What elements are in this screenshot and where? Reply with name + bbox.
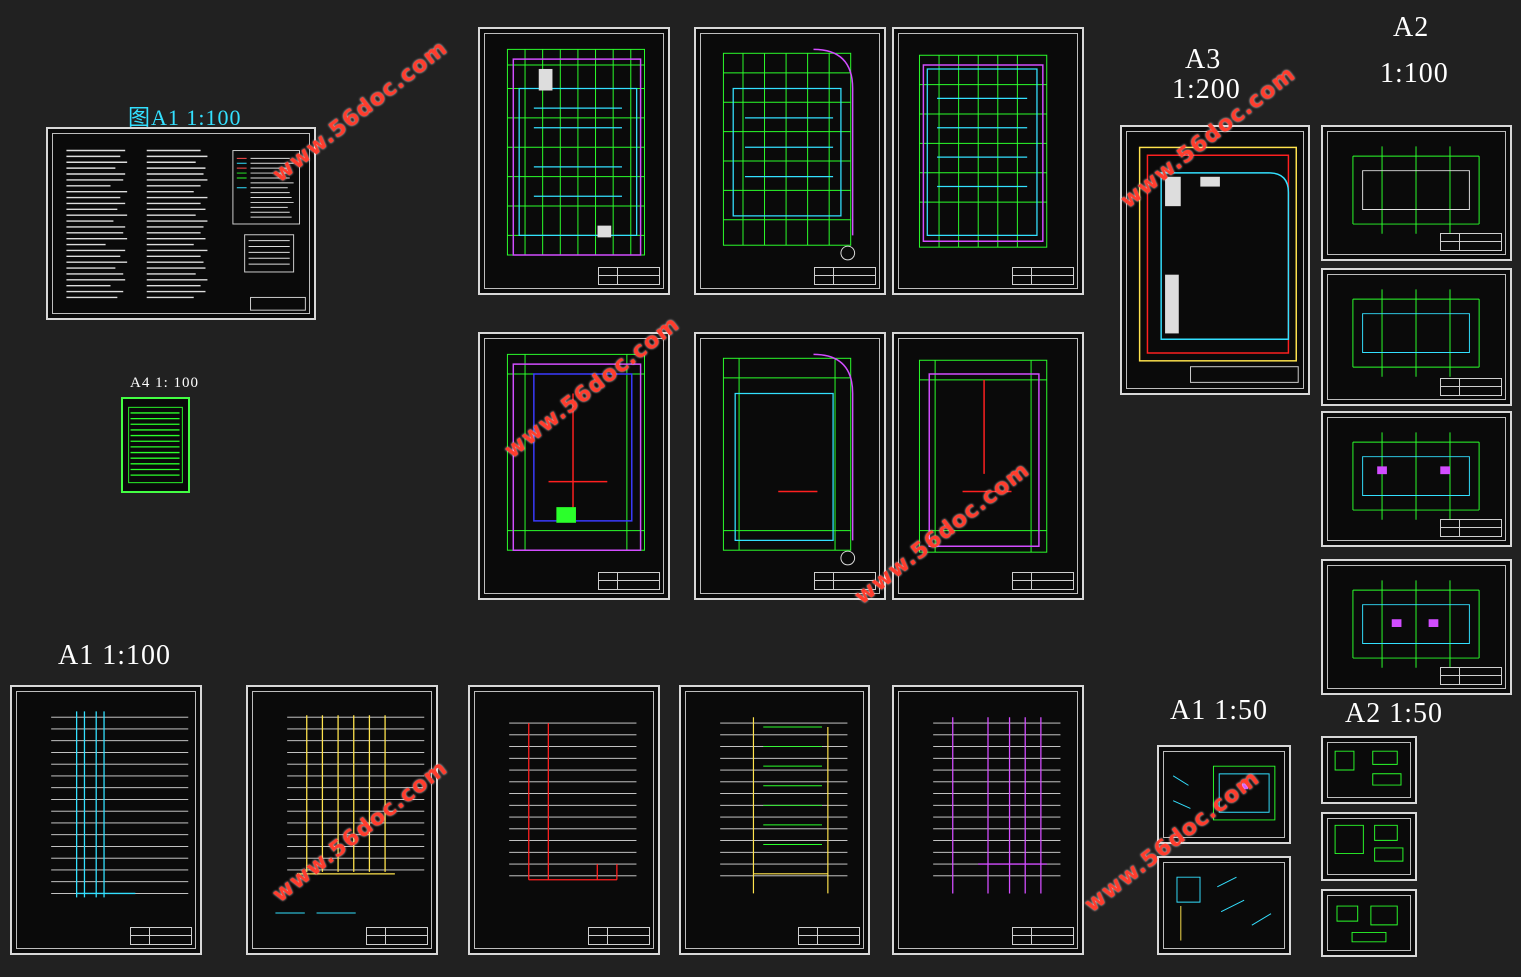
detail-drawing bbox=[1172, 765, 1276, 821]
watermark: www.56doc.com bbox=[268, 35, 453, 188]
floor-plan-drawing bbox=[722, 353, 856, 566]
sheet-ground-plan-1[interactable] bbox=[478, 332, 670, 600]
label-a3: A3 bbox=[1185, 44, 1222, 75]
sheet-system-diagram-3[interactable] bbox=[468, 685, 660, 955]
detail-drawing bbox=[1334, 824, 1404, 862]
sheet-unit-plan-4[interactable] bbox=[1321, 559, 1512, 695]
sheet-detail-3[interactable] bbox=[1321, 736, 1417, 804]
sheet-system-diagram-1[interactable] bbox=[10, 685, 202, 955]
sheet-system-diagram-2[interactable] bbox=[246, 685, 438, 955]
site-plan-drawing bbox=[1138, 146, 1299, 383]
system-diagram-drawing bbox=[720, 717, 848, 894]
label-a1-bottom: A1 1:100 bbox=[58, 640, 171, 671]
sheet-detail-4[interactable] bbox=[1321, 812, 1417, 881]
sheet-basement-plan-1[interactable] bbox=[478, 27, 670, 295]
unit-plan-drawing bbox=[1352, 146, 1480, 234]
unit-plan-drawing bbox=[1352, 432, 1480, 520]
sheet-unit-plan-2[interactable] bbox=[1321, 268, 1512, 406]
sheet-basement-plan-3[interactable] bbox=[892, 27, 1084, 295]
sheet-ground-plan-2[interactable] bbox=[694, 332, 886, 600]
label-a3-scale: 1:200 bbox=[1172, 74, 1241, 105]
label-a2-scale: 1:100 bbox=[1380, 58, 1449, 89]
sheet-system-diagram-5[interactable] bbox=[892, 685, 1084, 955]
floor-plan-drawing bbox=[918, 359, 1048, 553]
sheet-site-plan[interactable] bbox=[1120, 125, 1310, 395]
floor-plan-drawing bbox=[722, 48, 856, 261]
sheet-detail-1[interactable] bbox=[1157, 745, 1291, 844]
sheet-ground-plan-3[interactable] bbox=[892, 332, 1084, 600]
sheet-detail-2[interactable] bbox=[1157, 856, 1291, 955]
system-diagram-drawing bbox=[509, 722, 637, 881]
unit-plan-drawing bbox=[1352, 289, 1480, 377]
system-diagram-drawing bbox=[275, 715, 425, 914]
notes-text-block bbox=[66, 149, 306, 311]
floor-plan-drawing bbox=[918, 54, 1048, 248]
label-a2: A2 bbox=[1393, 12, 1430, 43]
unit-plan-drawing bbox=[1352, 580, 1480, 668]
detail-drawing bbox=[1334, 750, 1402, 786]
sheet-basement-plan-2[interactable] bbox=[694, 27, 886, 295]
label-a1-notes: 图A1 1:100 bbox=[128, 105, 242, 130]
system-diagram-drawing bbox=[933, 717, 1061, 894]
sheet-detail-5[interactable] bbox=[1321, 889, 1417, 957]
detail-drawing bbox=[1176, 876, 1272, 941]
label-a4: A4 1: 100 bbox=[130, 375, 199, 391]
sheet-system-diagram-4[interactable] bbox=[679, 685, 870, 955]
sheet-design-notes[interactable] bbox=[46, 127, 316, 320]
sheet-unit-plan-1[interactable] bbox=[1321, 125, 1512, 261]
drawing-list-table bbox=[128, 406, 183, 484]
detail-drawing bbox=[1336, 905, 1398, 943]
sheet-drawing-list[interactable] bbox=[121, 397, 190, 493]
sheet-unit-plan-3[interactable] bbox=[1321, 411, 1512, 547]
floor-plan-drawing bbox=[506, 353, 645, 551]
system-diagram-drawing bbox=[51, 711, 189, 898]
label-a1-50: A1 1:50 bbox=[1170, 695, 1268, 726]
label-a2-50: A2 1:50 bbox=[1345, 698, 1443, 729]
floor-plan-drawing bbox=[506, 48, 645, 256]
